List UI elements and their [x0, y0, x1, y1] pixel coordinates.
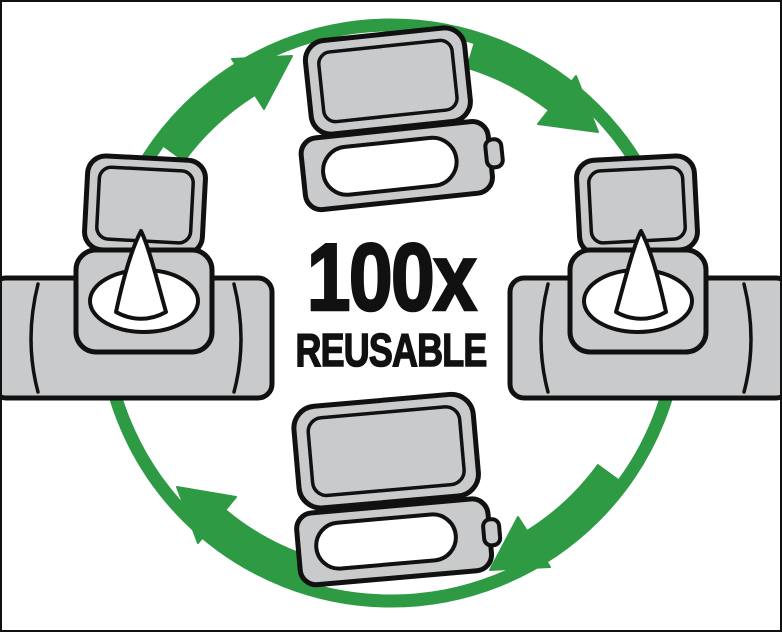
reusable-label: REUSABLE — [295, 325, 486, 376]
reuse-count-label: 100x — [307, 224, 477, 331]
cycle-arrow-bottom-right — [489, 463, 621, 571]
wipes-case-open-top — [298, 25, 505, 213]
clasp-tab — [481, 517, 503, 548]
wipes-soft-pack-right — [510, 155, 782, 398]
cycle-arrow-top-right — [465, 41, 599, 133]
case-lid — [291, 391, 481, 511]
clasp-tab — [483, 137, 505, 170]
cycle-arrow-top-left — [161, 55, 293, 163]
wipes-soft-pack-left — [0, 155, 272, 398]
wipe-opening — [314, 512, 458, 571]
wipe-opening — [321, 135, 459, 197]
case-lid — [302, 25, 473, 137]
wipes-case-open-bottom — [291, 391, 503, 588]
